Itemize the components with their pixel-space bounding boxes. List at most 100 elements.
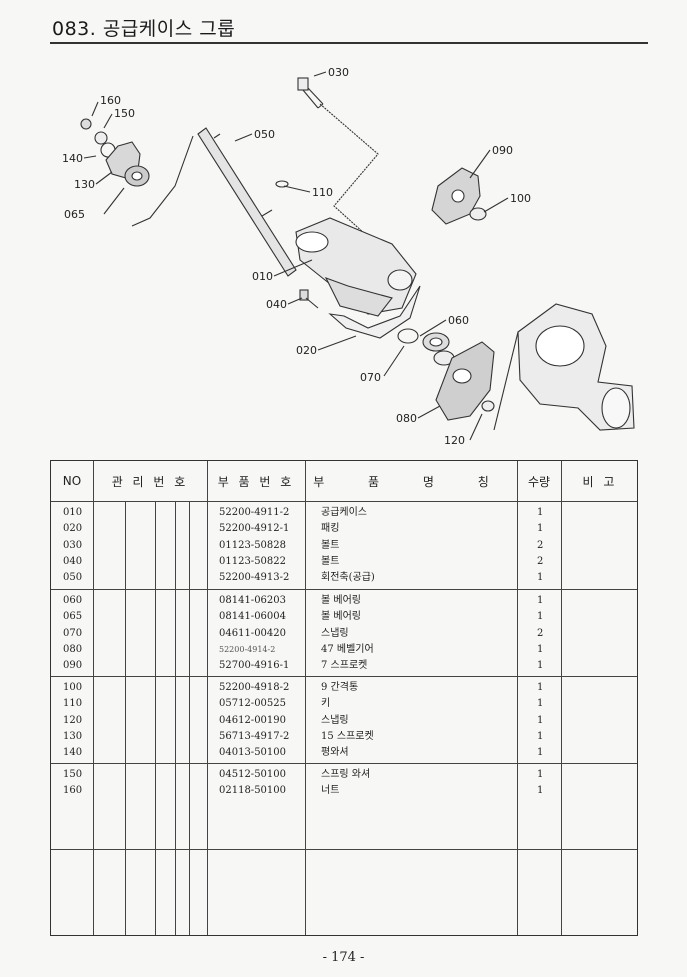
- callout-130: 130: [74, 178, 95, 191]
- quantity: 2: [537, 555, 544, 567]
- item-no: 160: [63, 785, 83, 797]
- callout-110: 110: [312, 186, 333, 199]
- header-no: NO: [62, 474, 82, 488]
- quantity: 2: [537, 627, 544, 639]
- part-number: 01123-50828: [219, 539, 287, 551]
- quantity: 1: [537, 611, 544, 623]
- callout-065: 065: [64, 208, 85, 221]
- part-number: 56713-4917-2: [219, 730, 290, 742]
- part-name: 볼트: [321, 555, 340, 567]
- part-name: 회전축(공급): [321, 572, 375, 584]
- bearing-060-drawing: [397, 328, 455, 366]
- item-no: 050: [63, 572, 83, 584]
- shaft-050-drawing: [197, 127, 297, 277]
- callout-090: 090: [492, 144, 513, 157]
- quantity: 1: [537, 769, 544, 780]
- left-sprocket-stack-drawing: [80, 118, 150, 187]
- gasket-020-drawing: [328, 285, 421, 339]
- part-number: 08141-06004: [219, 611, 287, 623]
- quantity: 1: [537, 572, 544, 584]
- callout-010: 010: [252, 270, 273, 283]
- callout-060: 060: [448, 314, 469, 327]
- callout-070: 070: [360, 371, 381, 384]
- item-no: 020: [63, 523, 83, 535]
- callout-080: 080: [396, 412, 417, 425]
- part-name: 키: [321, 698, 331, 710]
- quantity: 1: [537, 660, 544, 672]
- quantity: 1: [537, 595, 544, 606]
- callout-020: 020: [296, 344, 317, 357]
- header-remark: 비 고: [582, 474, 618, 489]
- item-no: 140: [63, 747, 83, 759]
- item-no: 040: [63, 555, 83, 567]
- bolt-030-drawing: [297, 77, 324, 109]
- quantity: 1: [537, 714, 544, 726]
- bolt-040-drawing: [299, 289, 319, 309]
- part-name: 패킹: [321, 523, 340, 535]
- header-qty: 수량: [527, 474, 551, 489]
- header-part-no: 부 품 번 호: [217, 474, 295, 489]
- callout-040: 040: [266, 298, 287, 311]
- part-number: 04612-00190: [219, 714, 287, 726]
- callout-120: 120: [444, 434, 465, 447]
- item-no: 090: [63, 660, 83, 672]
- part-name: 스프링 와셔: [321, 769, 371, 780]
- part-name: 평와셔: [321, 747, 349, 759]
- part-name: 볼 베어링: [321, 611, 361, 623]
- header-part-name: 부 품 명 칭: [313, 474, 509, 489]
- part-number: 52700-4916-1: [219, 660, 290, 672]
- callout-030: 030: [328, 66, 349, 79]
- parts-table: NO 관 리 번 호 부 품 번 호 부 품 명 칭 수량 비 고 010 52…: [50, 460, 638, 936]
- part-name: 볼트: [321, 539, 340, 551]
- callout-140: 140: [62, 152, 83, 165]
- quantity: 1: [537, 785, 544, 797]
- page-number: - 174 -: [322, 950, 365, 965]
- page-title: 083. 공급케이스 그룹: [52, 18, 236, 40]
- item-no: 080: [63, 643, 83, 655]
- part-name: 너트: [321, 785, 340, 797]
- callout-160: 160: [100, 94, 121, 107]
- part-number: 52200-4914-2: [219, 644, 276, 654]
- item-no: 070: [63, 627, 83, 639]
- housing-drawing: [517, 303, 635, 431]
- part-name: 9 간격통: [321, 682, 359, 693]
- bevel-gear-080-drawing: [435, 341, 495, 421]
- part-name: 7 스프로켓: [321, 660, 368, 672]
- quantity: 1: [537, 507, 544, 518]
- part-number: 05712-00525: [219, 698, 287, 710]
- exploded-parts-diagram: 030 160 150 050 140 130 065 110 090 100 …: [62, 66, 635, 447]
- callout-100: 100: [510, 192, 531, 205]
- part-number: 52200-4918-2: [219, 682, 290, 693]
- part-number: 04611-00420: [219, 627, 287, 639]
- sprocket-090-drawing: [431, 167, 487, 225]
- part-name: 공급케이스: [321, 507, 367, 518]
- part-number: 52200-4913-2: [219, 572, 290, 584]
- title-underline: [50, 42, 648, 44]
- item-no: 120: [63, 714, 83, 726]
- item-no: 060: [63, 595, 83, 606]
- part-number: 02118-50100: [219, 785, 287, 797]
- part-name: 볼 베어링: [321, 595, 361, 606]
- quantity: 1: [537, 682, 544, 693]
- part-name: 스냅링: [321, 714, 349, 726]
- part-number: 08141-06203: [219, 595, 287, 606]
- item-no: 110: [63, 698, 83, 710]
- item-no: 065: [63, 611, 83, 623]
- case-010-drawing: [295, 217, 417, 317]
- item-no: 030: [63, 539, 83, 551]
- quantity: 1: [537, 730, 544, 742]
- part-number: 01123-50822: [219, 555, 287, 567]
- item-no: 010: [63, 507, 83, 518]
- part-name: 47 베벨기어: [321, 643, 374, 655]
- part-number: 52200-4912-1: [219, 523, 290, 535]
- callout-050: 050: [254, 128, 275, 141]
- header-management-no: 관 리 번 호: [111, 474, 189, 489]
- item-no: 100: [63, 682, 83, 693]
- quantity: 1: [537, 747, 544, 759]
- part-name: 15 스프로켓: [321, 730, 374, 742]
- callout-150: 150: [114, 107, 135, 120]
- part-number: 04512-50100: [219, 769, 287, 780]
- item-no: 130: [63, 730, 83, 742]
- quantity: 1: [537, 698, 544, 710]
- part-number: 52200-4911-2: [219, 507, 290, 518]
